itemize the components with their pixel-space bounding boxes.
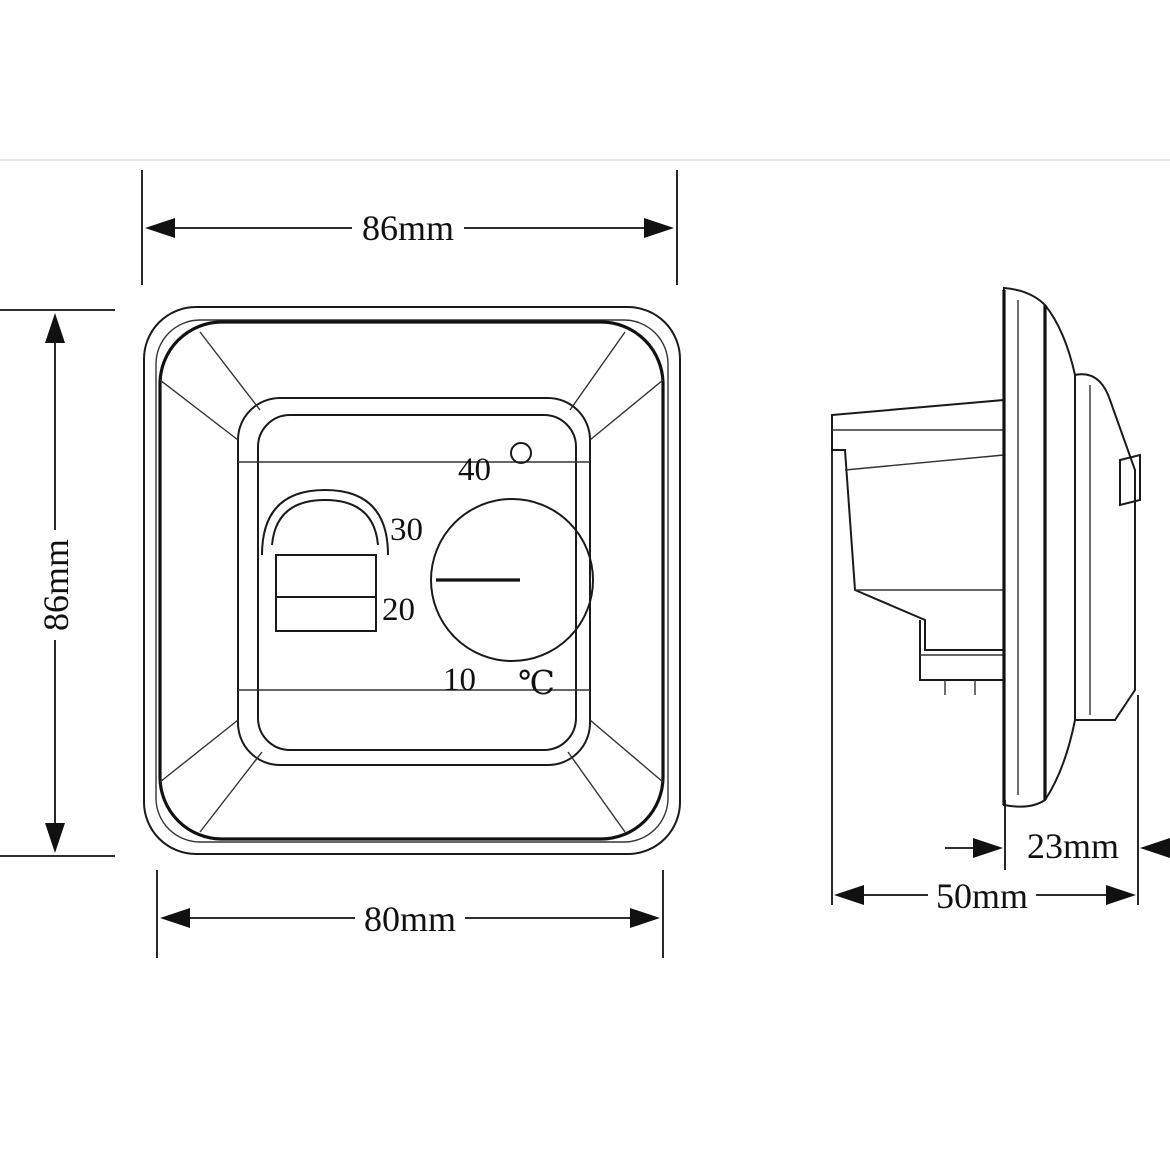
scale-mark-10: 10 (443, 662, 476, 698)
dimension-label: 23mm (1027, 826, 1119, 866)
rocker-switch (261, 488, 389, 632)
dimension-label: 80mm (364, 899, 456, 939)
housing-terminal (919, 620, 1004, 681)
side-view (831, 286, 1141, 808)
arrow-left-icon (1140, 838, 1170, 858)
scale-mark-40: 40 (458, 452, 491, 488)
bevel-corner-bottom-right (567, 719, 664, 833)
dimension-bottom-80mm: 80mm (156, 870, 664, 958)
bevel-corner-top-right (569, 331, 664, 441)
side-switch-profile (1119, 453, 1141, 507)
front-outer-frame (143, 306, 681, 855)
switch-arch-inner (271, 498, 379, 546)
side-back-housing (831, 398, 1005, 651)
arrow-left-icon (145, 218, 175, 238)
front-inner-plate-edge (257, 414, 577, 751)
dimension-label: 86mm (362, 208, 454, 248)
arrow-right-icon (630, 908, 660, 928)
dimension-top-86mm: 86mm (141, 170, 678, 285)
housing-step (844, 454, 1005, 471)
arrow-down-icon (45, 823, 65, 853)
front-bevel-ring (158, 320, 665, 841)
switch-arch-outer (261, 488, 389, 556)
front-view: 40 30 20 10 ℃ (143, 306, 681, 855)
arrow-left-icon (160, 908, 190, 928)
switch-body (275, 554, 377, 632)
dimension-label: 50mm (936, 876, 1028, 916)
bevel-corner-bottom-left (159, 719, 263, 833)
dimension-label: 86mm (36, 539, 76, 631)
arrow-left-icon (834, 885, 864, 905)
dimension-side-50mm: 50mm (831, 450, 1136, 916)
arrow-right-icon (644, 218, 674, 238)
label-background (35, 530, 75, 640)
label-background (355, 897, 465, 937)
side-frame-bevel (1044, 304, 1076, 801)
temperature-knob (430, 498, 594, 662)
dimension-side-23mm: 23mm (945, 695, 1170, 905)
arrow-right-icon (973, 838, 1003, 858)
side-frame-outer (1003, 286, 1046, 808)
label-background (352, 206, 464, 246)
label-background (928, 874, 1036, 914)
bevel-corner-top-left (159, 331, 261, 441)
front-outer-frame-inner-edge (155, 319, 669, 843)
indicator-lamp-icon (510, 442, 532, 464)
dimension-left-86mm: 86mm (0, 309, 115, 857)
arrow-up-icon (45, 313, 65, 343)
front-inner-plate (237, 397, 591, 766)
side-knob-profile (1074, 373, 1136, 721)
scale-unit-celsius: ℃ (518, 666, 555, 702)
arrow-right-icon (1106, 885, 1136, 905)
scale-mark-30: 30 (390, 512, 423, 548)
scale-mark-20: 20 (382, 592, 415, 628)
